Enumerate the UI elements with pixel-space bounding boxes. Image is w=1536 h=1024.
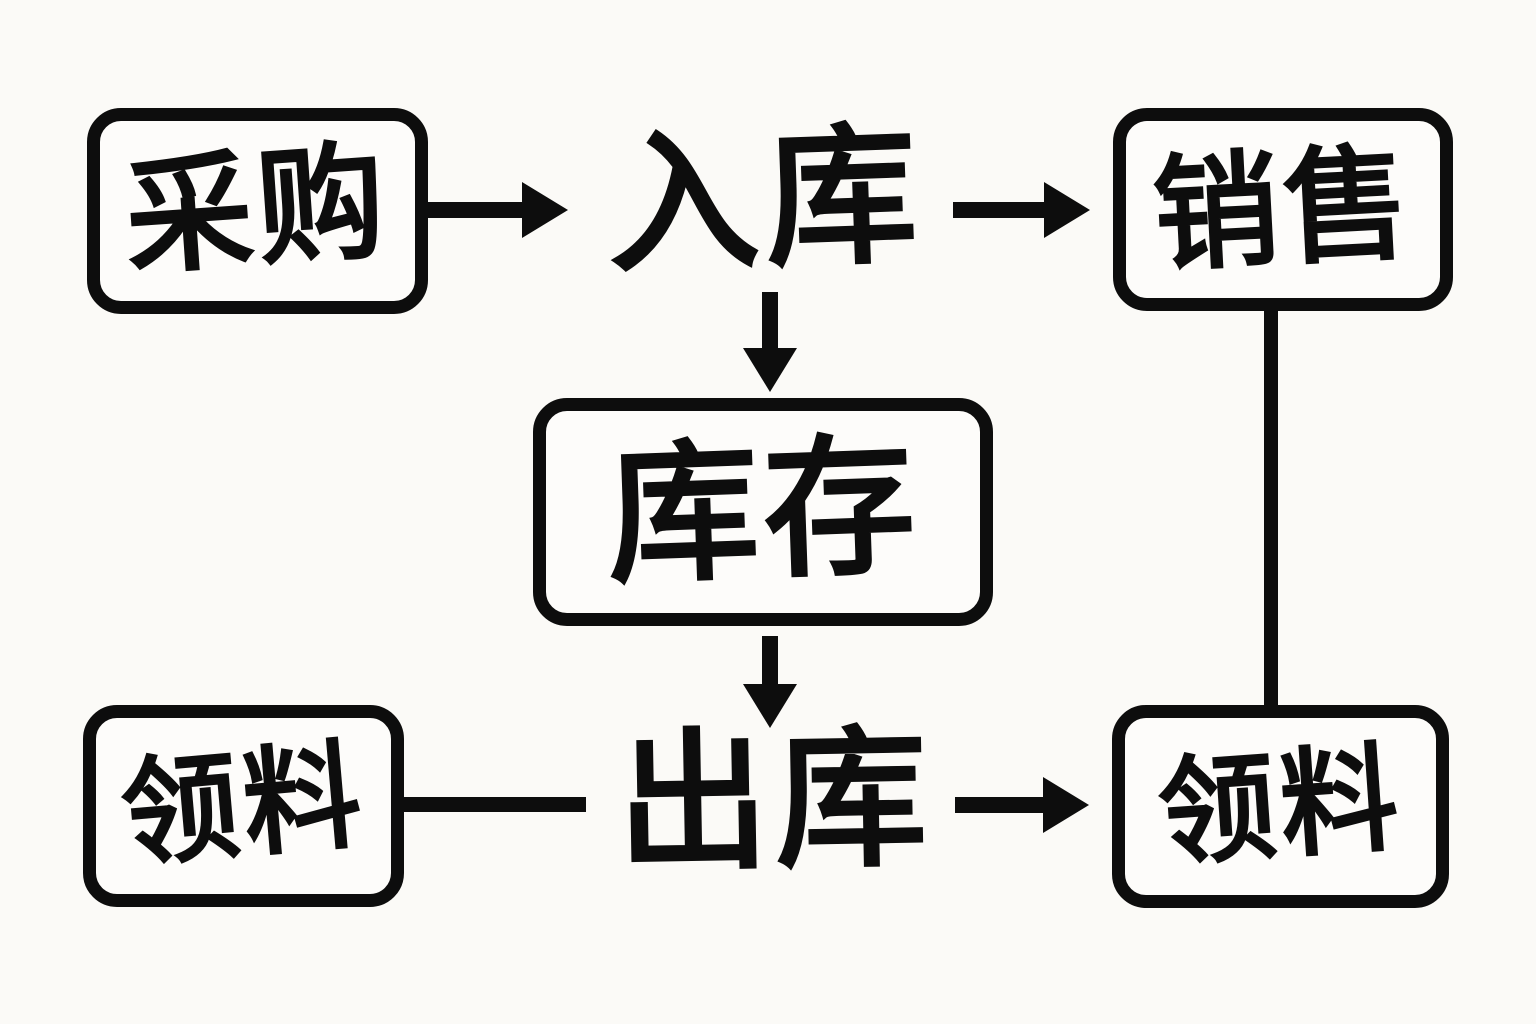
edge-xiaoshou-lingliao-line xyxy=(1264,302,1278,710)
edge-lingliao-chuku-line xyxy=(400,797,586,812)
node-ruku-label: 入库 xyxy=(604,110,926,291)
arrowhead-right-icon xyxy=(522,182,568,238)
node-xiaoshou-label: 销售 xyxy=(1149,131,1417,287)
arrowhead-down-icon xyxy=(743,684,797,728)
node-chuku: 出库 xyxy=(615,714,935,890)
edge-kucun-chuku-line xyxy=(762,636,778,688)
edge-ruku-kucun-line xyxy=(762,292,778,352)
node-caigou: 采购 xyxy=(87,108,428,314)
node-ruku: 入库 xyxy=(595,110,935,291)
node-kucun-label: 库存 xyxy=(604,421,922,603)
node-lingliao-right: 领料 xyxy=(1112,705,1449,908)
arrowhead-down-icon xyxy=(743,348,797,392)
node-caigou-label: 采购 xyxy=(120,129,395,292)
node-xiaoshou: 销售 xyxy=(1113,108,1453,311)
arrowhead-right-icon xyxy=(1044,182,1090,238)
node-lingliao-left: 领料 xyxy=(83,705,404,907)
node-lingliao-right-label: 领料 xyxy=(1154,732,1407,881)
arrowhead-right-icon xyxy=(1043,777,1089,833)
node-kucun: 库存 xyxy=(533,398,993,626)
node-chuku-label: 出库 xyxy=(615,714,935,890)
edge-ruku-xiaoshou-line xyxy=(953,202,1048,218)
edge-caigou-ruku-line xyxy=(424,202,524,218)
node-lingliao-left-label: 领料 xyxy=(116,729,371,883)
edge-chuku-lingliao-line xyxy=(955,797,1047,813)
